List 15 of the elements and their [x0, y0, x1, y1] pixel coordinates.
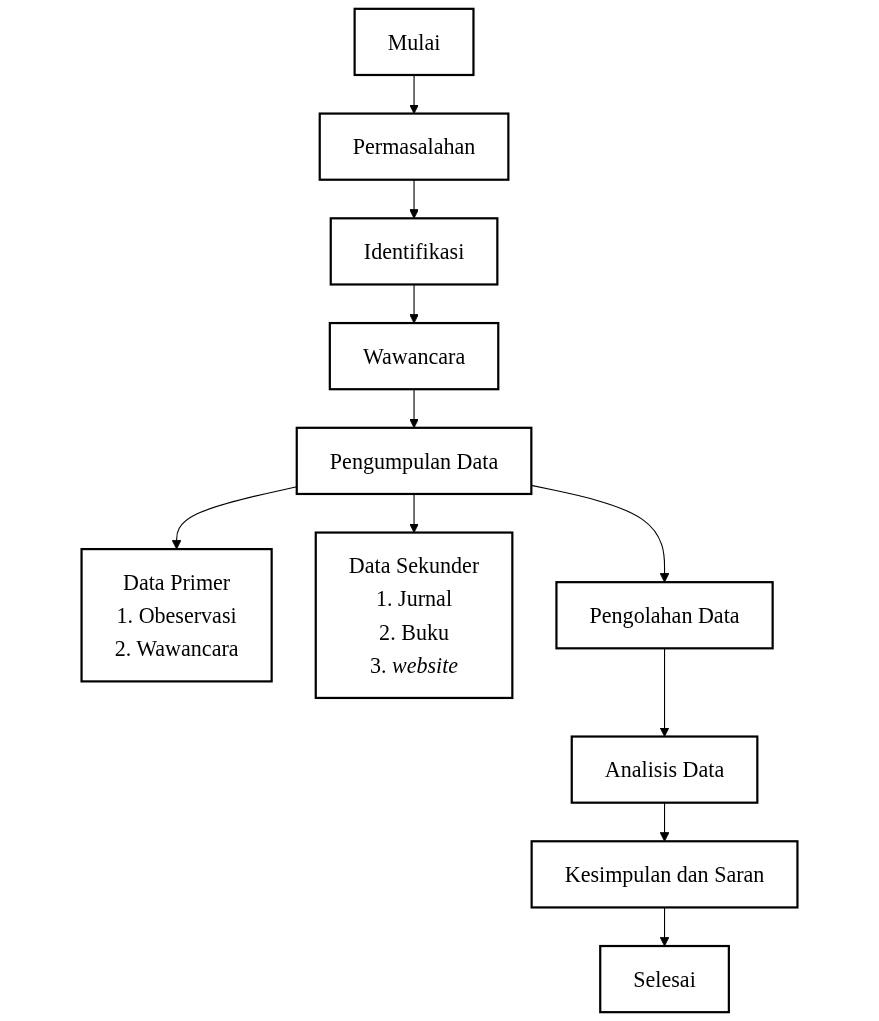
node-box: Pengumpulan Data [295, 426, 533, 496]
arrow [409, 179, 419, 219]
node-box: Wawancara [328, 321, 500, 391]
node-box: Selesai [599, 944, 730, 1014]
node-box: Analisis Data [570, 735, 759, 804]
node-box: Kesimpulan dan Saran [530, 840, 799, 909]
node-box: Data Sekunder 1. Jurnal 2. Buku 3. website [314, 531, 514, 700]
node-box: Mulai [353, 7, 475, 77]
arrow [409, 74, 419, 114]
arrow [659, 802, 670, 842]
node-box: Data Primer 1. Obeservasi 2. Wawancara [80, 548, 273, 683]
node-box: Permasalahan [318, 112, 510, 181]
node-box: Pengolahan Data [555, 581, 774, 650]
node-box: Identifikasi [329, 217, 499, 286]
arrow [409, 493, 419, 533]
